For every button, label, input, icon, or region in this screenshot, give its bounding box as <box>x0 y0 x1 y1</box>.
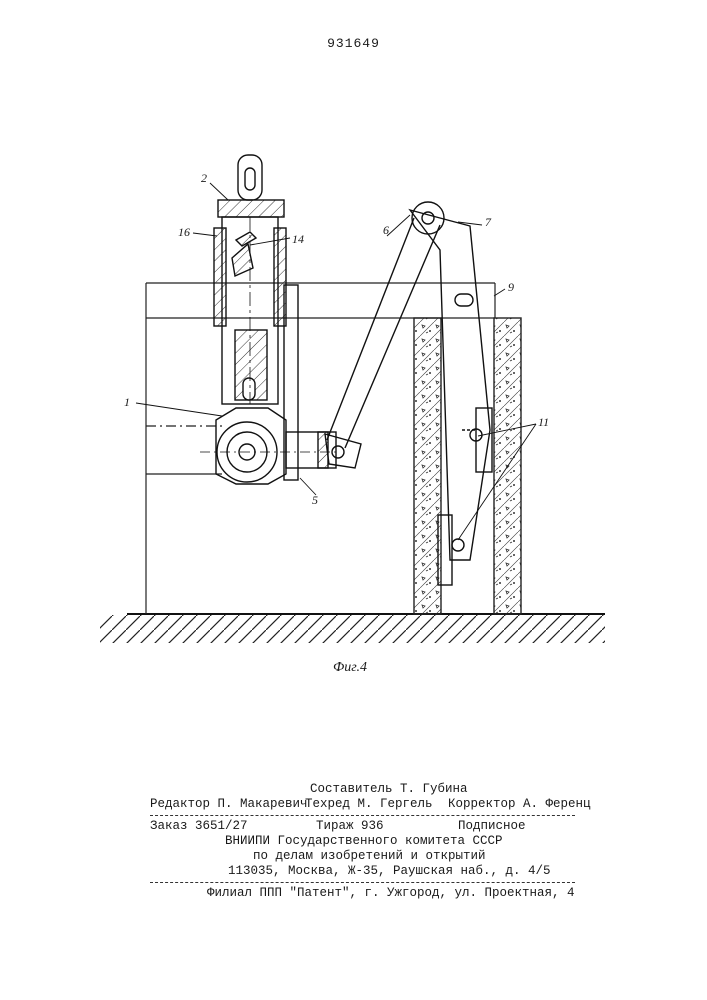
address: 113035, Москва, Ж-35, Раушская наб., д. … <box>228 864 551 878</box>
order: Заказ 3651/27 <box>150 819 248 833</box>
compiler: Составитель Т. Губина <box>310 782 468 796</box>
label-16: 16 <box>178 225 190 239</box>
leader-lines <box>136 183 536 540</box>
subscription: Подписное <box>458 819 526 833</box>
branch: Филиал ППП "Патент", г. Ужгород, ул. Про… <box>207 886 575 900</box>
label-5: 5 <box>312 493 318 507</box>
figure-caption: Фиг.4 <box>333 660 367 676</box>
label-11: 11 <box>538 415 549 429</box>
imprint-rule-2 <box>150 882 575 883</box>
hinge-joint <box>200 408 340 484</box>
institute: ВНИИПИ Государственного комитета СССР <box>225 834 503 848</box>
patent-drawing: 1 2 5 6 7 9 11 14 16 <box>0 0 707 700</box>
committee: по делам изобретений и открытий <box>253 849 486 863</box>
label-9: 9 <box>508 280 514 294</box>
ground-line <box>100 614 605 643</box>
label-14: 14 <box>292 232 304 246</box>
label-7: 7 <box>485 215 492 229</box>
tech-editor: Техред М. Гергель <box>305 797 433 811</box>
label-2: 2 <box>201 171 207 185</box>
editor: Редактор П. Макаревич <box>150 797 308 811</box>
label-6: 6 <box>383 223 389 237</box>
label-1: 1 <box>124 395 130 409</box>
circulation: Тираж 936 <box>316 819 384 833</box>
concrete-wall-left <box>414 318 441 614</box>
imprint-rule-1 <box>150 815 575 816</box>
corrector: Корректор А. Ференц <box>448 797 591 811</box>
